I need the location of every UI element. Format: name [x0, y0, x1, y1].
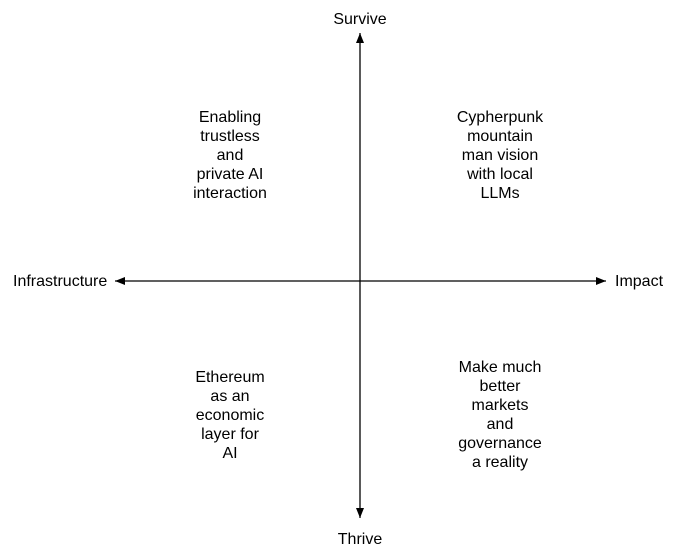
quadrant-text-top-left: Enabling trustless and private AI intera… — [193, 109, 267, 202]
quadrant-text-top-right: Cypherpunk mountain man vision with loca… — [456, 109, 544, 202]
axis-label-impact: Impact — [615, 273, 664, 290]
axis-label-infrastructure: Infrastructure — [13, 273, 108, 290]
quadrant-text-bottom-left: Ethereum as an economic layer for AI — [195, 369, 265, 462]
axis-label-survive: Survive — [333, 11, 387, 28]
axis-label-thrive: Thrive — [337, 531, 383, 548]
quadrant-text-bottom-right: Make much better markets and governance … — [458, 359, 542, 471]
